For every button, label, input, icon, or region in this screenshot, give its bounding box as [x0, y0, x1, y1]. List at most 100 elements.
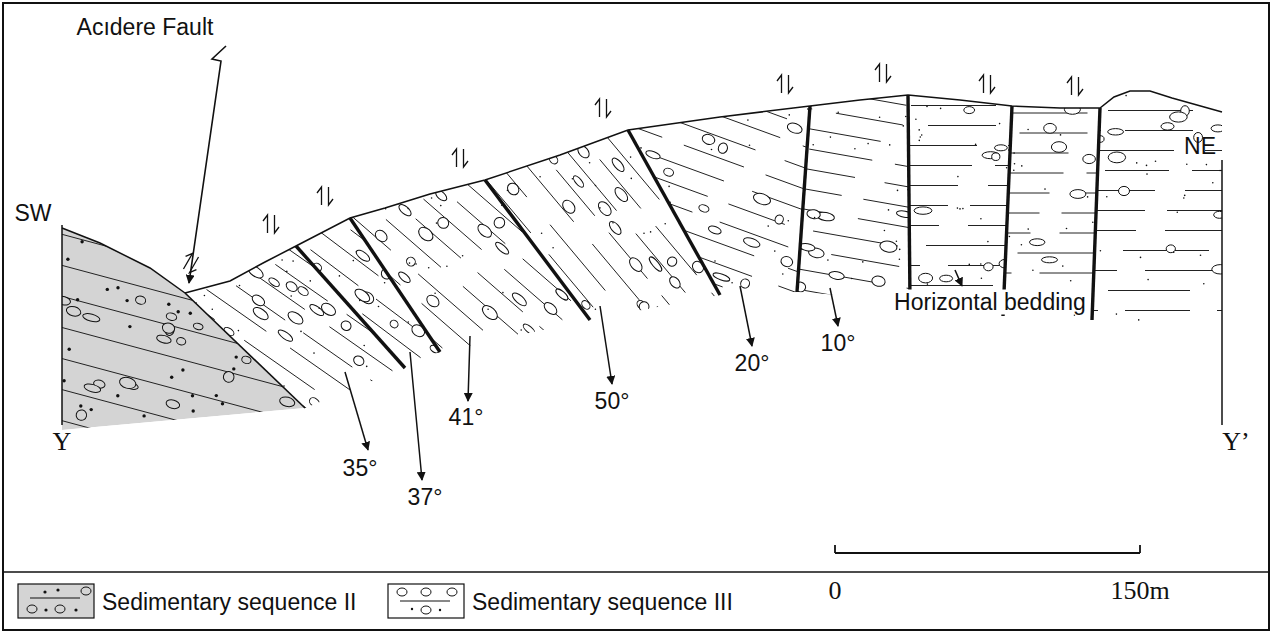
bedding-line — [0, 200, 601, 633]
bedding-line — [181, 0, 785, 513]
rock-block — [0, 0, 880, 633]
bedding-line — [560, 5, 1272, 6]
bedding-line — [591, 0, 1105, 326]
sand-dot — [664, 223, 666, 225]
fault-line — [485, 180, 590, 320]
pebble — [879, 240, 898, 254]
pebble — [480, 303, 500, 322]
sand-dot — [640, 147, 642, 149]
sand-dot — [1138, 319, 1140, 321]
pebble — [494, 240, 511, 256]
bedding-line — [0, 180, 591, 633]
bedding-line — [0, 428, 516, 633]
bedding-line — [652, 73, 1272, 74]
bedding-line — [97, 0, 736, 470]
bedding-line — [336, 82, 1088, 356]
sand-dot — [1116, 313, 1118, 315]
section-end-line — [1221, 160, 1223, 425]
pebble — [308, 303, 325, 318]
sand-dot — [1062, 265, 1064, 267]
dip-arrow — [955, 270, 962, 286]
sand-dot — [384, 282, 386, 284]
sand-dot — [286, 271, 288, 273]
sand-dot — [1013, 152, 1015, 154]
pebble — [424, 293, 441, 309]
sand-dot — [232, 367, 235, 370]
pebble — [135, 295, 147, 305]
pebble — [475, 222, 494, 240]
sand-dot — [215, 394, 218, 397]
sand-dot — [899, 258, 901, 260]
sand-dot — [507, 190, 509, 192]
bedding-line — [560, 45, 1272, 46]
bedding-line — [652, 33, 1272, 34]
pebble — [284, 280, 299, 294]
bedding-line — [418, 364, 1206, 503]
pebble — [572, 174, 586, 189]
sand-dot — [300, 331, 302, 333]
pebble — [1030, 239, 1045, 246]
sand-dot — [1219, 170, 1221, 172]
bedding-line — [269, 0, 783, 596]
pebble — [176, 337, 187, 346]
pebble — [1211, 125, 1225, 132]
half-arrow — [263, 215, 268, 233]
fault-leader — [189, 46, 226, 283]
sand-dot — [339, 275, 341, 277]
bedding-line — [439, 0, 1191, 74]
sand-dot — [630, 156, 632, 158]
pebble — [1044, 123, 1057, 133]
pebble — [1064, 105, 1080, 115]
pebble — [156, 334, 172, 345]
bedding-line — [560, 525, 1272, 526]
fault-line — [908, 95, 910, 300]
fault-sense-symbol — [777, 75, 793, 93]
sand-dot — [62, 379, 65, 382]
sand-dot — [789, 114, 791, 116]
pebble — [663, 167, 675, 178]
sand-dot — [1014, 163, 1016, 165]
sand-dot — [1200, 254, 1202, 256]
sand-dot — [539, 176, 541, 178]
pebble — [610, 156, 626, 173]
bedding-line — [757, 210, 1272, 211]
bedding-line — [0, 573, 477, 633]
bedding-line — [0, 343, 451, 633]
bedding-line — [162, 73, 676, 633]
sand-dot — [1155, 160, 1157, 162]
bedding-line — [146, 86, 660, 633]
pebble — [397, 203, 413, 218]
pebble — [1161, 123, 1174, 130]
sand-dot — [204, 295, 206, 297]
sand-dot — [889, 144, 891, 146]
sand-dot — [1021, 165, 1023, 167]
sand-dot — [290, 295, 292, 297]
pebble — [1170, 112, 1188, 122]
sand-dot — [415, 263, 417, 265]
bedding-line — [560, 465, 1272, 466]
bedding-line — [757, 30, 1272, 31]
sand-dot — [940, 108, 942, 110]
pebble — [354, 248, 371, 263]
bedding-line — [315, 0, 829, 557]
rock-block — [100, 0, 1104, 633]
half-arrow — [991, 75, 996, 93]
bedding-line — [652, 13, 1272, 14]
sand-dot — [212, 308, 214, 310]
sand-dot — [884, 230, 886, 232]
bedding-line — [757, 130, 1272, 131]
pebble — [1212, 265, 1229, 274]
sand-dot — [862, 261, 864, 263]
rock-block — [404, 0, 1272, 582]
block-fill — [797, 95, 910, 300]
pebble — [995, 145, 1008, 151]
section-label: Y — [53, 429, 72, 455]
bedding-line — [247, 0, 851, 438]
sand-dot — [431, 197, 433, 199]
sand-dot — [999, 123, 1001, 125]
bedding-line — [757, 190, 1272, 191]
half-arrow — [595, 99, 600, 117]
bedding-line — [339, 0, 943, 332]
half-arrow — [789, 75, 794, 93]
sand-dot — [650, 231, 652, 233]
